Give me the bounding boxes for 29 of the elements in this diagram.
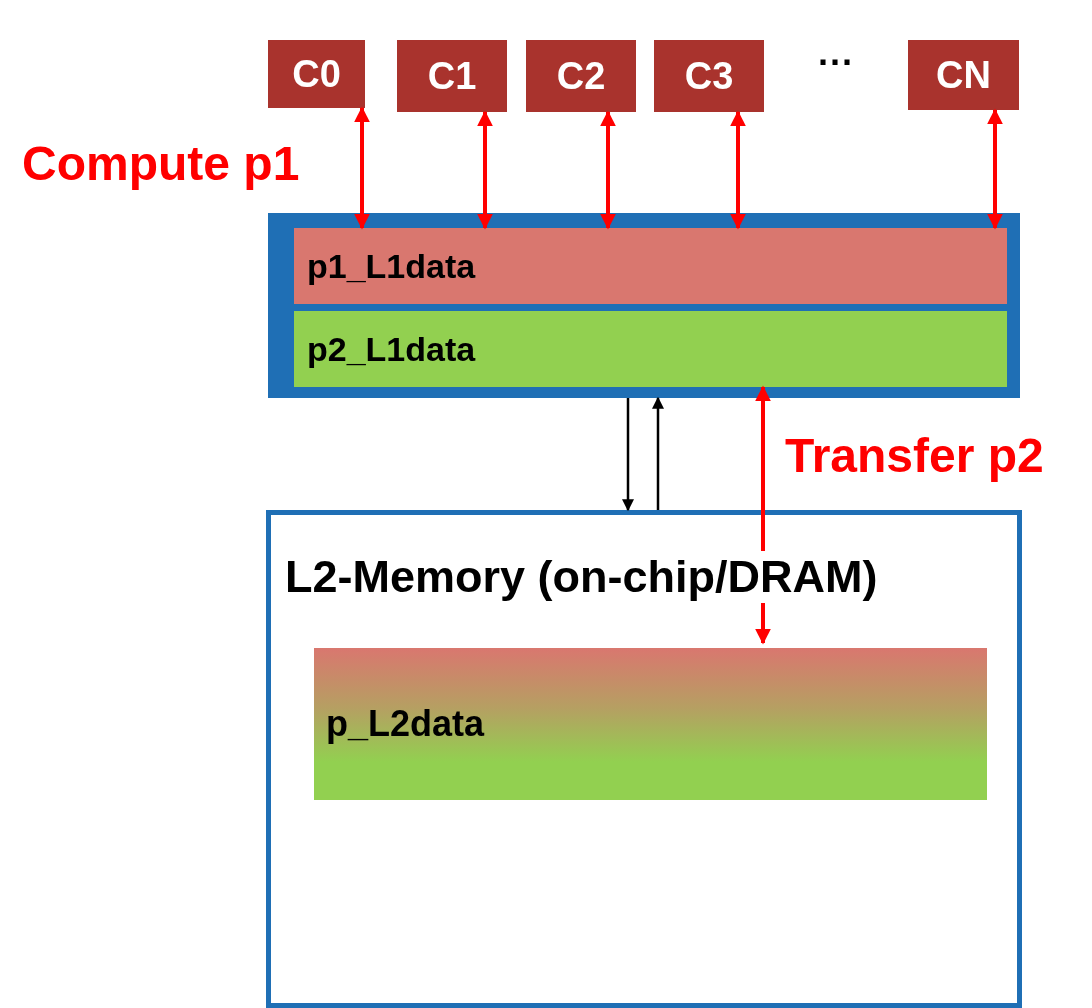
arrow	[987, 108, 1003, 230]
l1-memory-frame	[268, 213, 1020, 398]
core-box	[908, 40, 1019, 110]
core-label: C2	[556, 54, 606, 98]
arrow	[600, 110, 616, 230]
core-box	[526, 40, 636, 112]
core-label: C1	[427, 54, 477, 98]
core-box	[654, 40, 764, 112]
arrow	[652, 396, 664, 510]
core-label: C0	[292, 52, 341, 96]
data-region	[314, 648, 987, 800]
phase-label: Compute p1	[22, 136, 300, 191]
data-region	[294, 228, 1007, 304]
arrow	[730, 110, 746, 230]
ellipsis-label: ···	[818, 42, 854, 84]
core-label: C3	[684, 54, 734, 98]
phase-label: Transfer p2	[785, 428, 1044, 483]
core-box	[397, 40, 507, 112]
arrow	[477, 110, 493, 230]
region-label: p1_L1data	[307, 246, 476, 286]
region-label: p_L2data	[326, 703, 485, 745]
arrow	[622, 398, 634, 512]
core-box	[268, 40, 365, 108]
data-region	[294, 311, 1007, 387]
arrow	[354, 106, 370, 230]
l2-memory-box	[266, 510, 1022, 1008]
memory-title: L2-Memory (on-chip/DRAM)	[285, 551, 878, 603]
region-label: p2_L1data	[307, 329, 476, 369]
core-label: CN	[936, 53, 991, 97]
